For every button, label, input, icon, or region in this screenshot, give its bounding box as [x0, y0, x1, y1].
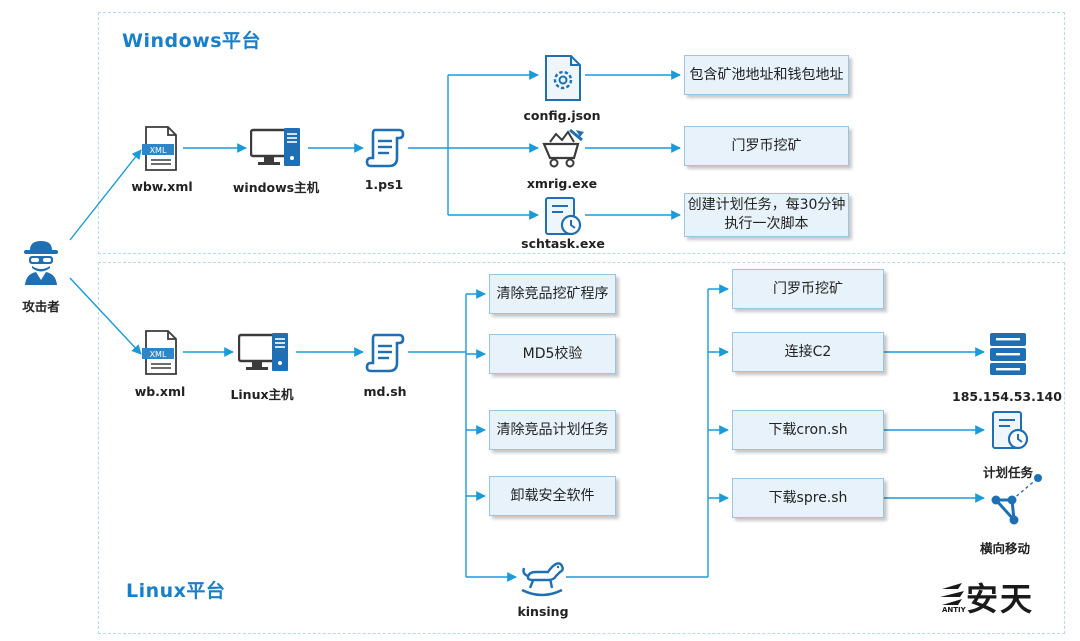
- box-pool-wallet: 包含矿池地址和钱包地址: [684, 55, 849, 95]
- box-uninstall-av: 卸载安全软件: [489, 476, 616, 516]
- attacker-icon: [24, 241, 58, 285]
- svg-text:XML: XML: [150, 146, 167, 155]
- c2-ip-label: 185.154.53.140: [952, 389, 1062, 404]
- ps1-label: 1.ps1: [364, 177, 404, 192]
- box-monero-windows: 门罗币挖矿: [684, 126, 849, 166]
- md-sh-label: md.sh: [363, 384, 407, 399]
- antiy-logo-cn: 安天: [966, 580, 1035, 618]
- xmrig-label: xmrig.exe: [526, 176, 598, 191]
- schedule-file-icon: [545, 197, 582, 236]
- config-file-icon: [545, 55, 581, 101]
- box-connect-c2: 连接C2: [732, 332, 884, 372]
- windows-platform-panel: [98, 12, 1065, 254]
- box-monero-linux: 门罗币挖矿: [732, 269, 884, 309]
- box-schtask-desc: 创建计划任务，每30分钟 执行一次脚本: [684, 193, 849, 237]
- windows-host-label: windows主机: [232, 180, 320, 195]
- svg-text:XML: XML: [150, 350, 167, 359]
- box-md5-check: MD5校验: [489, 334, 616, 374]
- wbw-xml-label: wbw.xml: [131, 179, 193, 194]
- sched-task-label: 计划任务: [982, 465, 1034, 480]
- linux-platform-title: Linux平台: [126, 580, 226, 602]
- box-clean-miners: 清除竞品挖矿程序: [489, 274, 616, 314]
- linux-platform-panel: [98, 262, 1065, 634]
- kinsing-label: kinsing: [517, 604, 569, 619]
- computer-icon: [250, 128, 300, 166]
- antiy-logo-en: ANTIY: [942, 606, 966, 614]
- edge-attacker-wbw: [69, 149, 142, 241]
- windows-platform-title: Windows平台: [122, 30, 262, 52]
- config-json-label: config.json: [523, 108, 601, 123]
- wb-xml-label: wb.xml: [134, 384, 186, 399]
- antiy-logo: 安天 ANTIY: [938, 574, 1034, 620]
- edge-attacker-wb: [69, 277, 142, 355]
- script-scroll-icon: [365, 128, 405, 168]
- mining-cart-icon: [542, 128, 584, 168]
- network-nodes-icon: [991, 474, 1042, 525]
- schtask-label: schtask.exe: [521, 236, 605, 251]
- schtask-desc-line1: 创建计划任务，每30分钟: [687, 197, 846, 214]
- box-clean-tasks: 清除竞品计划任务: [489, 410, 616, 450]
- box-download-cron: 下载cron.sh: [732, 410, 884, 450]
- xml-file-icon: XML: [142, 126, 177, 171]
- box-download-spre: 下载spre.sh: [732, 478, 884, 518]
- antiy-logo-mark: [940, 583, 964, 605]
- attacker-label: 攻击者: [22, 299, 60, 314]
- xml-file-icon: XML: [142, 330, 177, 375]
- linux-host-label: Linux主机: [230, 387, 294, 402]
- lateral-movement-label: 横向移动: [979, 541, 1031, 556]
- computer-icon: [238, 333, 288, 371]
- script-scroll-icon: [365, 333, 405, 373]
- server-icon: [990, 333, 1026, 375]
- rocking-horse-icon: [521, 562, 564, 597]
- schtask-desc-line2: 执行一次脚本: [724, 216, 809, 232]
- schedule-file-icon: [992, 411, 1029, 450]
